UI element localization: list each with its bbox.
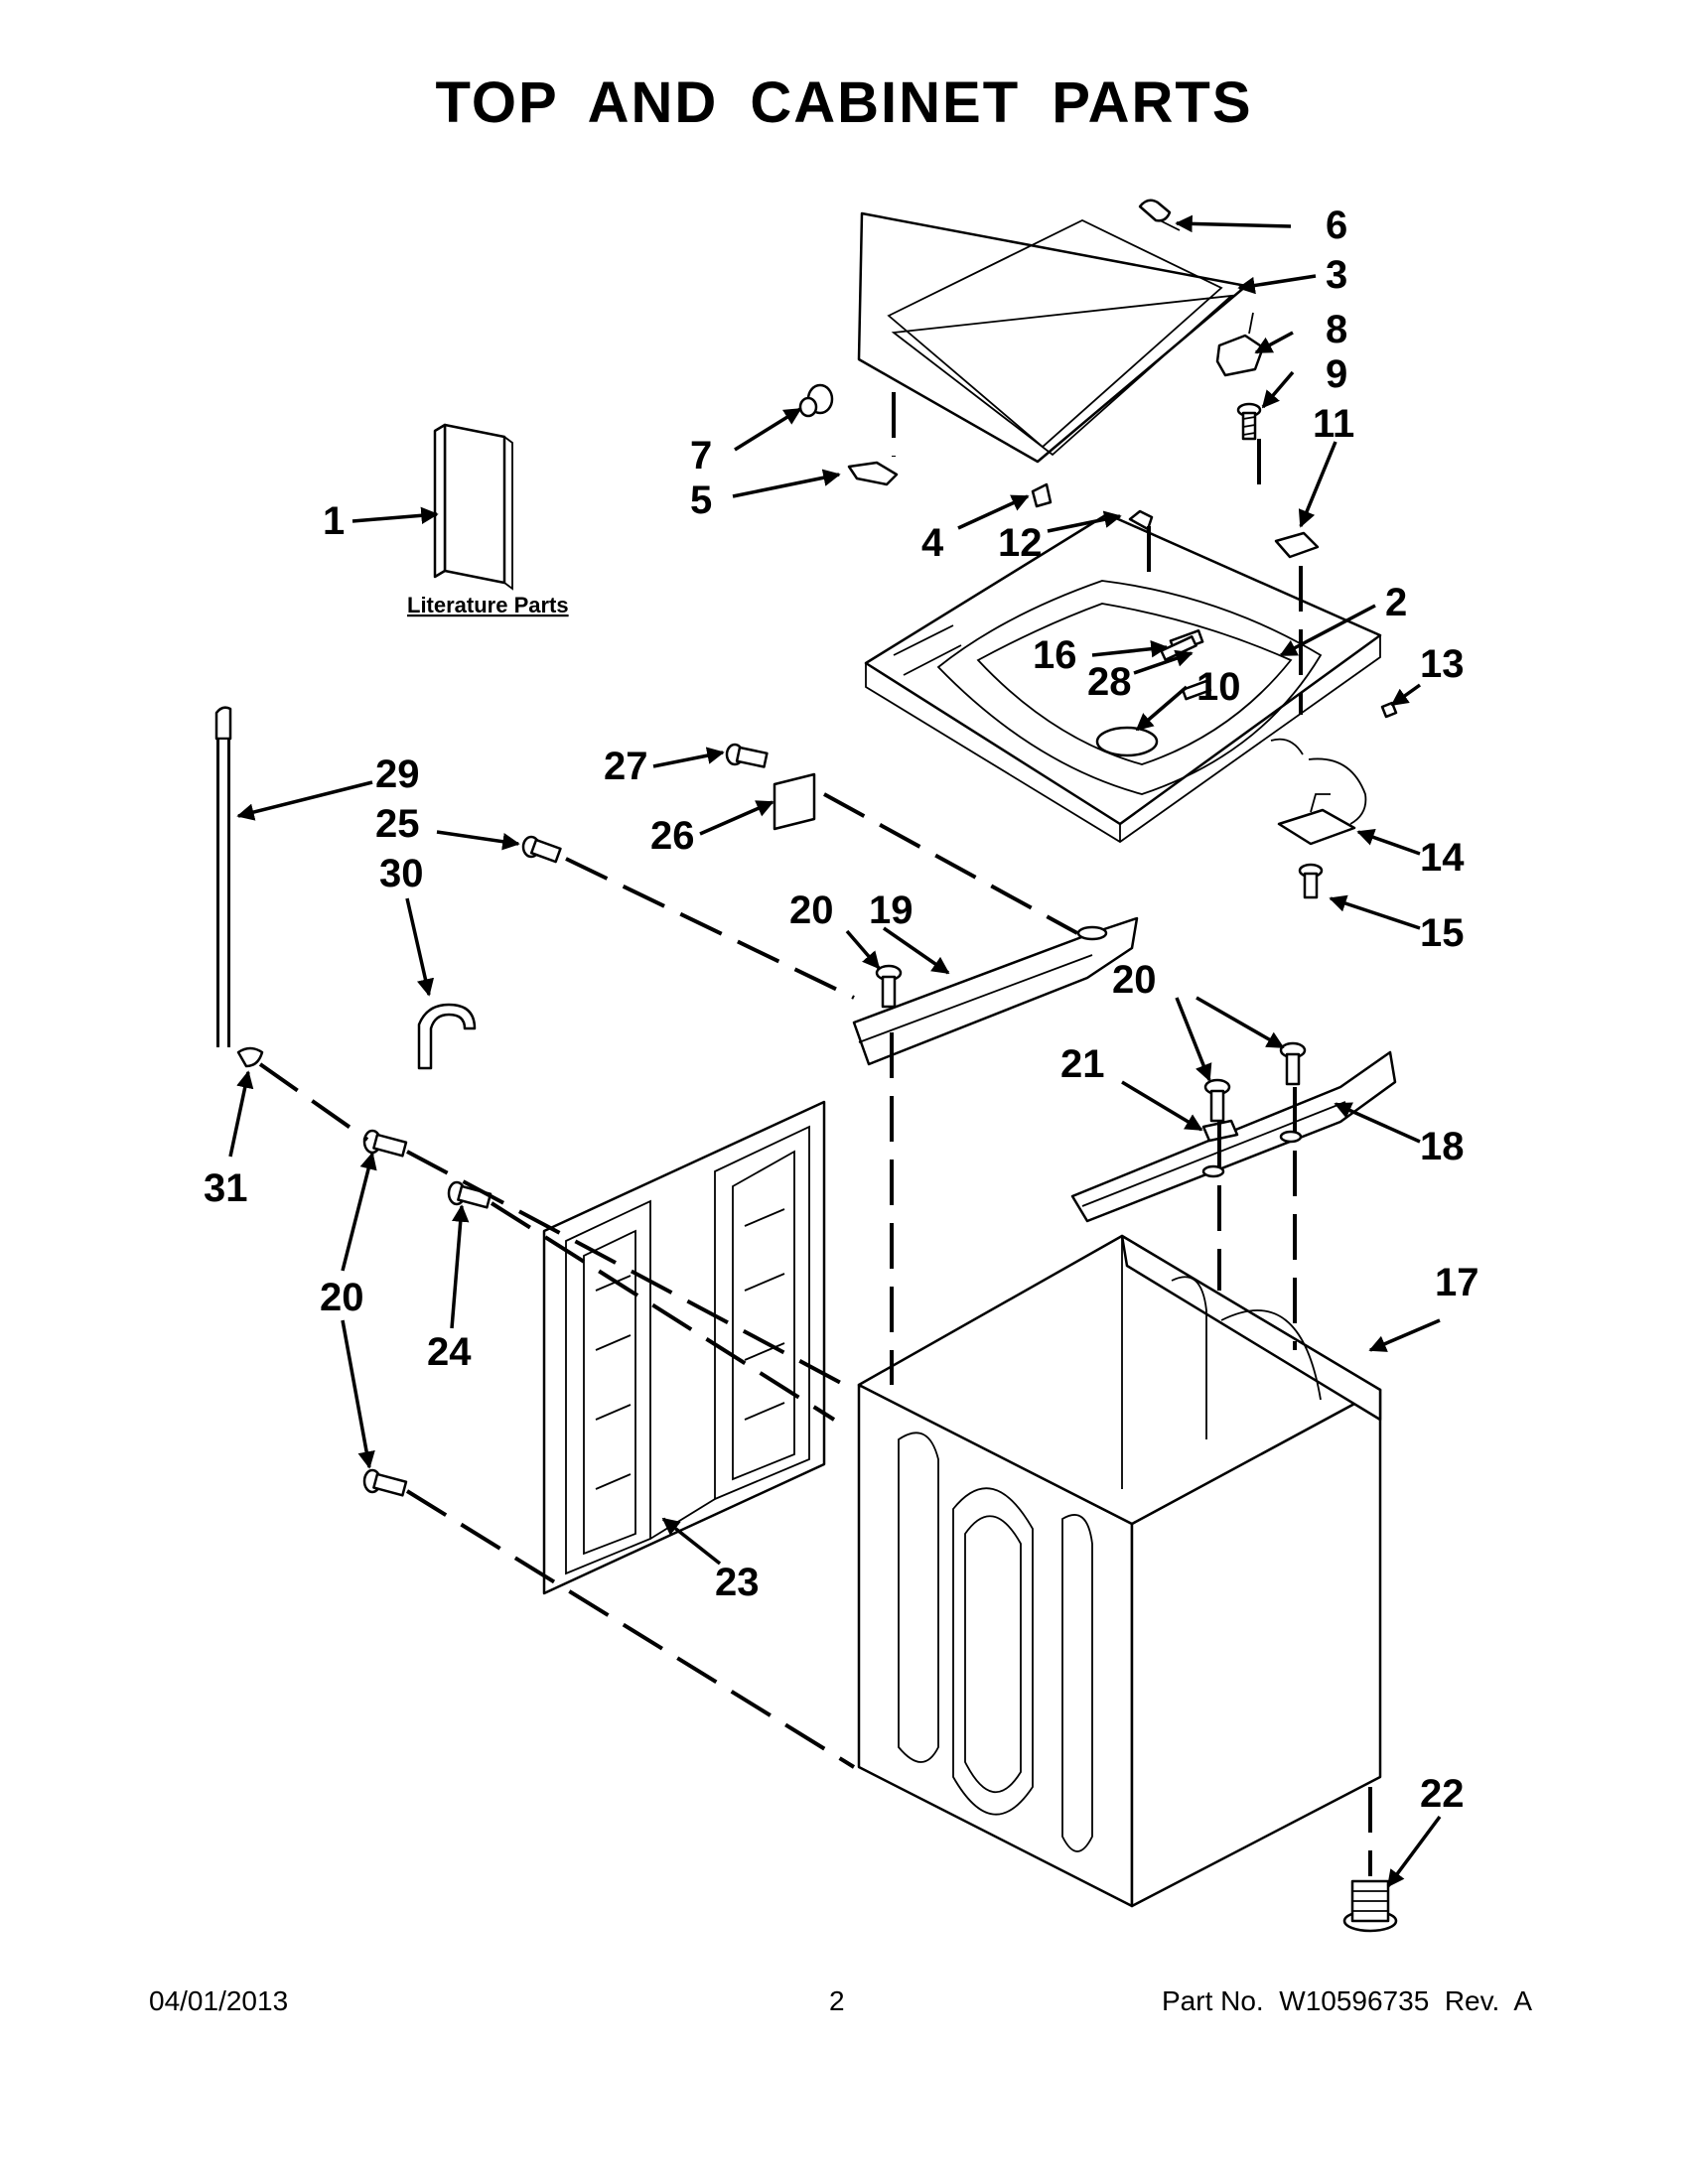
callout-13: 13: [1420, 642, 1465, 686]
footer-page-number: 2: [829, 1985, 845, 2016]
bolt-rear-channel-left: [1203, 1078, 1231, 1123]
callout-6: 6: [1326, 204, 1347, 247]
switch-screw: [1298, 863, 1324, 899]
bolt-front-channel: [875, 964, 903, 1009]
screw-27: [725, 743, 769, 768]
screw-rear-panel-top: [362, 1129, 408, 1158]
screw-24: [447, 1180, 492, 1209]
page-title: TOP AND CABINET PARTS: [435, 70, 1253, 135]
lid: [857, 211, 1248, 464]
callout-14: 14: [1420, 836, 1465, 880]
footer-date: 04/01/2013: [149, 1985, 289, 2016]
drain-hose: [214, 706, 232, 1047]
screw-25: [521, 835, 562, 864]
rear-panel: [542, 1100, 826, 1595]
washer-top: [864, 512, 1382, 844]
callout-3: 3: [1326, 253, 1347, 297]
lock-screw: [1236, 402, 1262, 441]
callout-31: 31: [204, 1166, 248, 1210]
lid-stop: [1031, 482, 1053, 508]
callout-19: 19: [869, 888, 914, 932]
callout-27: 27: [604, 745, 648, 788]
callout-1: 1: [323, 499, 345, 543]
callout-18: 18: [1420, 1125, 1465, 1168]
callout-12: 12: [998, 521, 1043, 565]
callout-30: 30: [379, 852, 424, 895]
lid-hinge-pin: [1138, 199, 1181, 231]
callout-28: 28: [1087, 660, 1132, 704]
callout-4: 4: [921, 521, 944, 565]
leveling-foot: [1342, 1879, 1398, 1933]
callout-25: 25: [375, 802, 420, 846]
hose-guide: [417, 1003, 477, 1070]
callout-23: 23: [715, 1561, 760, 1604]
bolt-rear-channel-right: [1279, 1041, 1307, 1086]
callout-arrows: [228, 214, 1442, 1888]
callout-2: 2: [1385, 581, 1407, 624]
callout-17: 17: [1435, 1261, 1479, 1304]
callout-7: 7: [690, 434, 712, 478]
lid-bumper: [798, 383, 834, 418]
screw-rear-panel-bottom: [362, 1468, 408, 1497]
lid-lock: [1215, 312, 1265, 377]
callout-21: 21: [1060, 1042, 1105, 1086]
callout-5: 5: [690, 478, 712, 522]
literature-parts-label: Literature Parts: [407, 593, 569, 617]
channel-clip: [773, 772, 816, 831]
switch-cover: [1274, 531, 1320, 559]
lid-switch: [1270, 738, 1367, 846]
retainer-clip: [1128, 509, 1154, 531]
literature-booklet: [433, 423, 513, 591]
callout-10: 10: [1196, 665, 1241, 709]
callout-11: 11: [1313, 402, 1354, 446]
callout-9: 9: [1326, 352, 1347, 396]
callout-26: 26: [650, 814, 695, 858]
callout-22: 22: [1420, 1772, 1465, 1816]
callout-29: 29: [375, 752, 420, 796]
callout-15: 15: [1420, 911, 1465, 955]
footer-part-number: Part No. W10596735 Rev. A: [1162, 1985, 1533, 2016]
callout-20-rear-panel: 20: [320, 1276, 364, 1319]
front-channel: [852, 916, 1139, 1066]
callout-8: 8: [1326, 308, 1347, 351]
callout-20-front-channel: 20: [789, 888, 834, 932]
callout-24: 24: [427, 1330, 472, 1374]
lid-hinge: [847, 461, 899, 486]
hose-clamp: [236, 1046, 264, 1068]
assembly-lines: [258, 392, 1372, 1876]
callout-20-rear-channel: 20: [1112, 958, 1157, 1002]
cabinet: [857, 1234, 1382, 1908]
callout-16: 16: [1033, 633, 1077, 677]
ground-wire: [1380, 701, 1398, 719]
